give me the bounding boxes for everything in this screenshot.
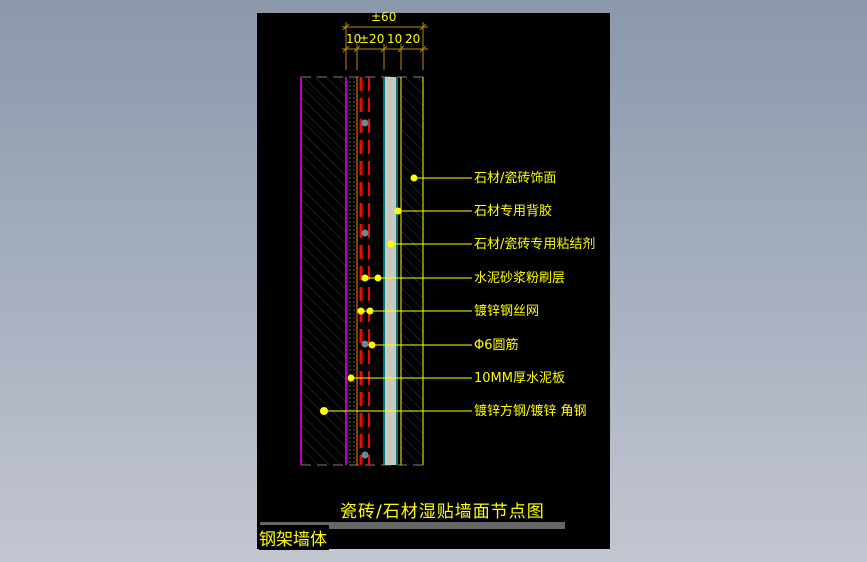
title-underline-bar <box>260 522 565 529</box>
dimension-segment-3: 10 <box>387 32 403 46</box>
dimension-segment-4: 20 <box>405 32 421 46</box>
label-stone-tile-finish: 石材/瓷砖饰面 <box>474 171 557 186</box>
dimension-segment-1: 10 <box>346 32 362 46</box>
label-galvanized-wire-mesh: 镀锌钢丝网 <box>474 304 540 319</box>
dimension-segment-2: ±20 <box>359 32 385 46</box>
label-round-rebar: Φ6圆筋 <box>474 338 519 353</box>
label-cement-mortar-plaster: 水泥砂浆粉刷层 <box>474 271 566 286</box>
rebar-dots <box>361 119 369 459</box>
label-tile-bonding-agent: 石材/瓷砖专用粘结剂 <box>474 237 596 252</box>
tile-finish-hatch <box>402 77 423 465</box>
drawing-title: 瓷砖/石材湿贴墙面节点图 <box>340 502 545 522</box>
leader-lines <box>320 174 472 415</box>
label-stone-back-adhesive: 石材专用背胶 <box>474 204 553 219</box>
label-galvanized-steel-frame: 镀锌方钢/镀锌 角钢 <box>474 404 587 419</box>
dimension-lines <box>342 22 428 70</box>
cement-board <box>347 77 356 465</box>
label-cement-board: 10MM厚水泥板 <box>474 371 565 386</box>
steel-frame-hatch <box>301 77 346 465</box>
drawing-subtitle: 钢架墙体 <box>259 525 329 550</box>
stone-back-adhesive-layer <box>385 77 396 465</box>
dimension-total: ±60 <box>371 10 397 24</box>
